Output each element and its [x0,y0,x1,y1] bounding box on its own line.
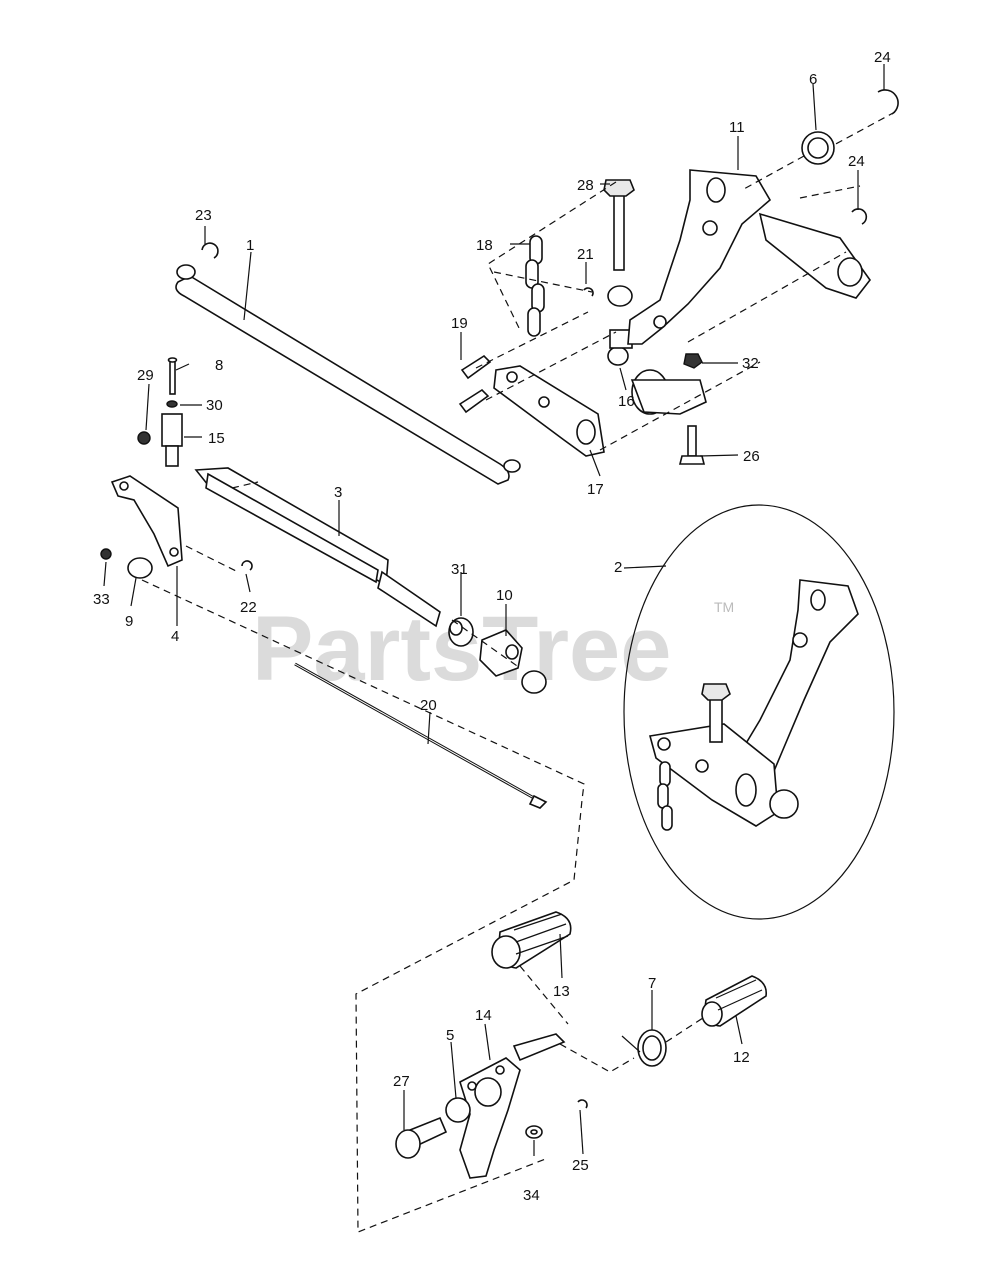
callout-31: 31 [451,561,468,578]
part-25-clip[interactable] [577,1099,588,1109]
callout-25: 25 [572,1157,589,1174]
callout-8: 8 [215,357,223,374]
part-2-assembly-inset[interactable] [623,504,895,920]
callout-21: 21 [577,246,594,263]
callout-11: 11 [729,119,745,136]
callout-30: 30 [206,397,223,414]
part-9-pin[interactable] [127,557,153,579]
part-8-bolt[interactable] [167,357,178,395]
callout-23: 23 [195,207,212,224]
part-11-bracket[interactable] [607,169,871,415]
part-4-bracket[interactable] [110,475,183,568]
part-22-clip[interactable] [241,560,253,571]
callout-20: 20 [420,697,437,714]
callout-16: 16 [618,393,635,410]
callout-28: 28 [577,177,594,194]
callout-15: 15 [208,430,225,447]
callout-14: 14 [475,1007,492,1024]
callout-22: 22 [240,599,257,616]
part-18-chain[interactable] [525,235,545,337]
callout-32: 32 [742,355,759,372]
part-27-bolt[interactable] [395,1116,448,1159]
part-26-bolt[interactable] [678,425,706,465]
callout-33: 33 [93,591,110,608]
callout-4: 4 [171,628,179,645]
part-5-bushing[interactable] [445,1097,471,1123]
part-33-nut[interactable] [100,548,112,560]
part-7-spring[interactable] [621,1029,667,1067]
part-34-washer[interactable] [525,1125,543,1139]
part-15-block[interactable] [161,413,183,467]
part-17-plate[interactable] [493,365,605,457]
part-23-clip[interactable] [201,242,219,259]
callout-29: 29 [137,367,154,384]
callout-9: 9 [125,613,133,630]
assembly-dashed-lines [141,111,896,1233]
part-20-rod[interactable] [294,662,548,809]
part-14-pedal[interactable] [459,1033,566,1179]
callout-24-top: 24 [874,49,891,66]
part-19-pins[interactable] [458,354,492,414]
callout-24-mid: 24 [848,153,865,170]
part-28-bolt[interactable] [603,179,635,271]
callout-19: 19 [451,315,468,332]
leader-lines [103,64,885,1156]
part-16-fitting[interactable] [607,329,633,366]
callout-6: 6 [809,71,817,88]
part-24-clip-a[interactable] [877,89,899,115]
callout-17: 17 [587,481,604,498]
part-30-washer[interactable] [166,400,178,408]
callout-10: 10 [496,587,513,604]
callout-7: 7 [648,975,656,992]
part-21-clip[interactable] [583,287,594,297]
part-32-nut[interactable] [683,353,703,369]
callout-2: 2 [614,559,622,576]
callout-13: 13 [553,983,570,1000]
callout-5: 5 [446,1027,454,1044]
callout-labels: 1 2 3 4 5 6 7 8 9 10 11 12 13 14 15 16 1… [93,49,891,1204]
part-1-rod[interactable] [175,264,521,485]
callout-26: 26 [743,448,760,465]
part-6-washer[interactable] [801,131,835,165]
part-12-grip[interactable] [701,975,768,1027]
callout-18: 18 [476,237,493,254]
callout-34: 34 [523,1187,540,1204]
watermark-brand: PartsTree [252,598,671,700]
part-29-screw[interactable] [137,431,151,445]
part-13-grip[interactable] [491,911,572,969]
part-31-bushing[interactable] [448,617,474,647]
callout-27: 27 [393,1073,410,1090]
part-3-bar[interactable] [194,467,441,628]
callout-3: 3 [334,484,342,501]
callout-12: 12 [733,1049,750,1066]
watermark-trademark: TM [714,599,734,615]
callout-1: 1 [246,237,254,254]
part-24-clip-b[interactable] [851,208,868,225]
